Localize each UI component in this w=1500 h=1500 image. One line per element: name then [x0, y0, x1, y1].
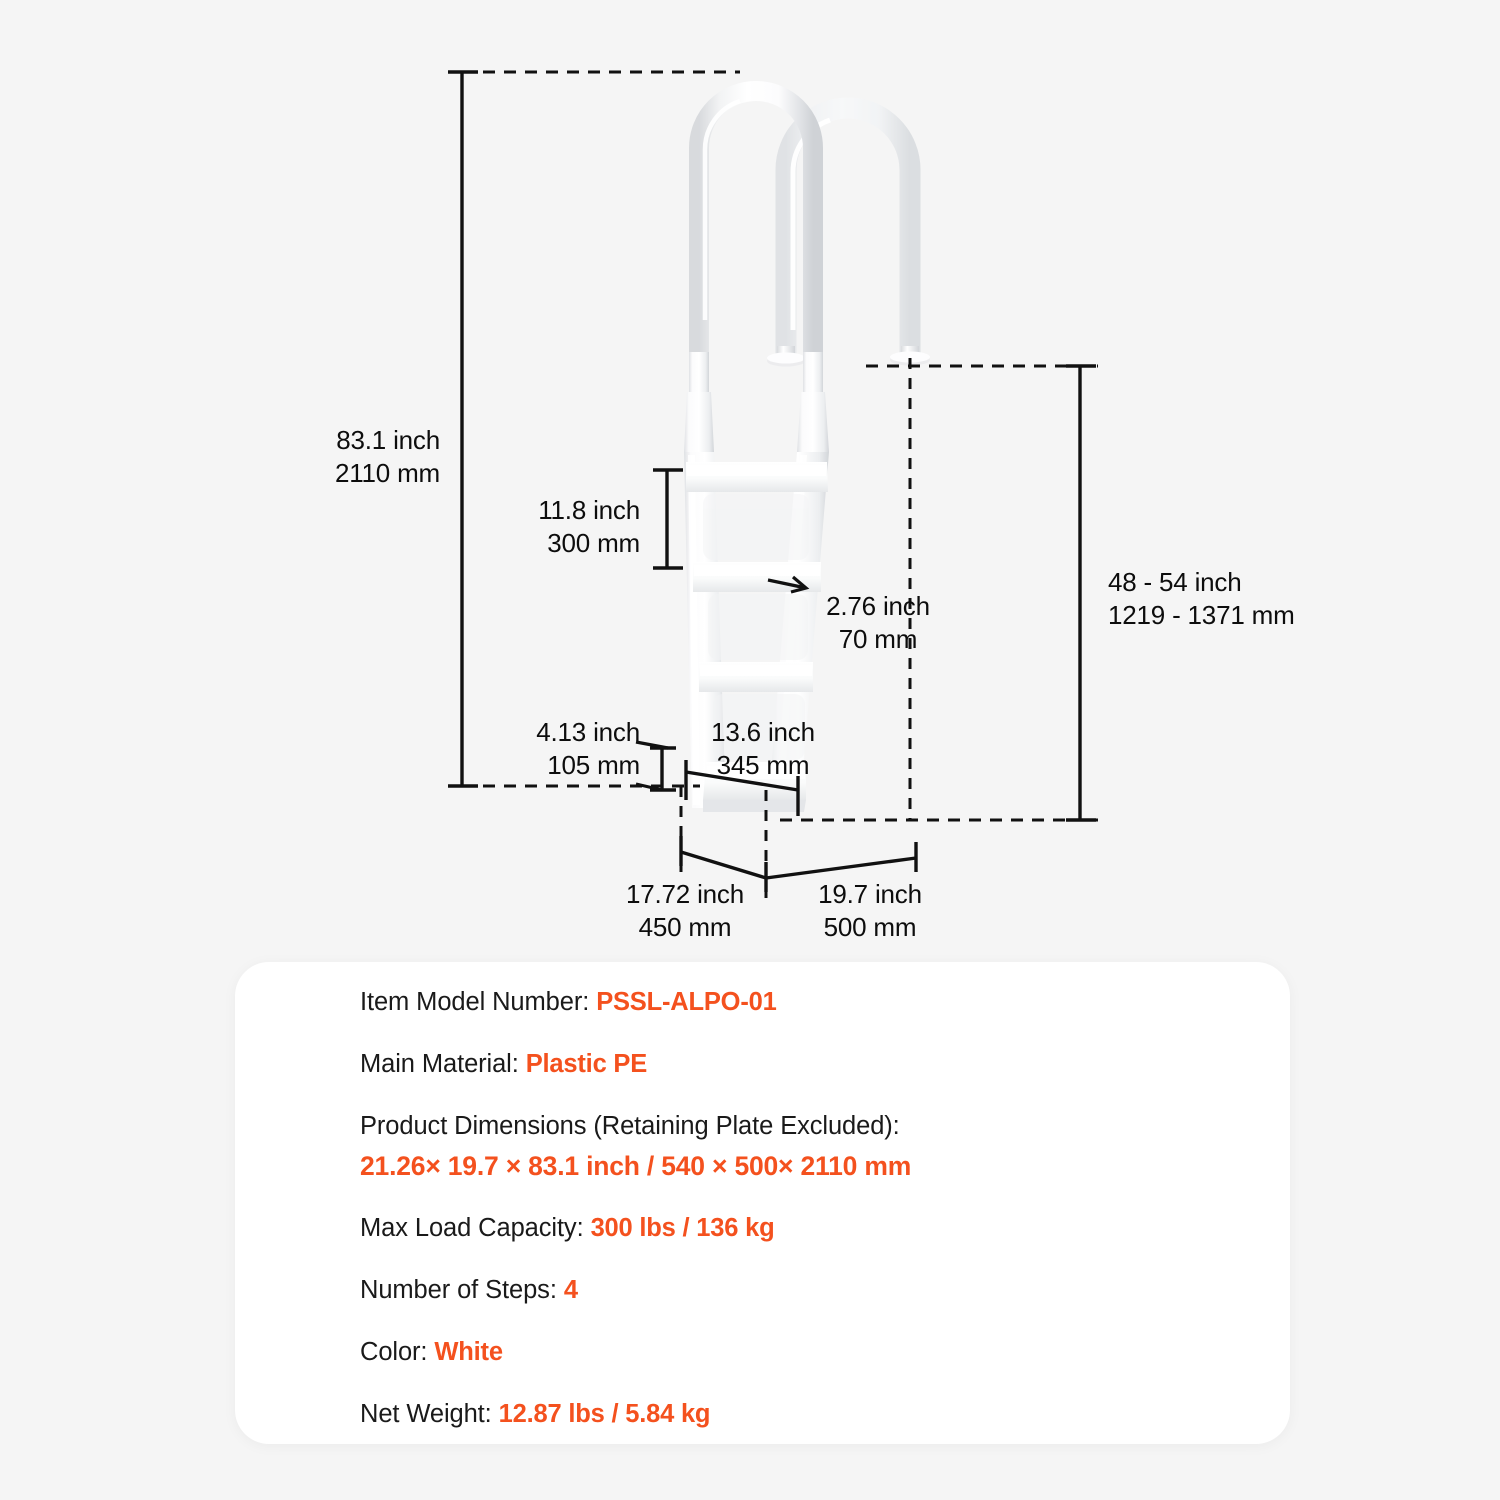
spec-value: 4 [563, 1275, 578, 1304]
dimension-lines [448, 70, 1098, 898]
dim-value-inch: 19.7 inch [818, 879, 922, 909]
dim-value-mm: 1219 - 1371 mm [1108, 600, 1295, 631]
dim-value-mm: 300 mm [547, 528, 640, 559]
spec-value: Plastic PE [525, 1049, 648, 1078]
spec-label: Max Load Capacity: [360, 1213, 591, 1242]
spec-value: 12.87 lbs / 5.84 kg [498, 1399, 711, 1428]
handrail-rear [767, 97, 930, 367]
spec-label: Net Weight: [360, 1399, 499, 1428]
spec-label: Main Material: [360, 1049, 526, 1078]
handrail-front [689, 81, 823, 352]
spec-value: PSSL-ALPO-01 [596, 988, 777, 1016]
dim-value-inch: 4.13 inch [536, 717, 640, 747]
dim-line-step-width [685, 770, 799, 792]
spec-value: 300 lbs / 136 kg [590, 1213, 775, 1242]
spec-row-model-number: Item Model Number: PSSL-ALPO-01 [360, 986, 1250, 1020]
dim-value-inch: 17.72 inch [626, 879, 744, 909]
step-opening-shading [703, 494, 809, 760]
spec-row-main-material: Main Material: Plastic PE [360, 1048, 1250, 1082]
ladder-illustration [684, 81, 930, 812]
spec-row-max-load-capacity: Max Load Capacity: 300 lbs / 136 kg [360, 1212, 1250, 1246]
rail-sleeves [684, 352, 829, 452]
specifications-list: Item Model Number: PSSL-ALPO-01 Main Mat… [360, 986, 1250, 1432]
spec-value: White [434, 1337, 503, 1366]
spec-label: Number of Steps: [360, 1275, 564, 1304]
spec-row-net-weight: Net Weight: 12.87 lbs / 5.84 kg [360, 1398, 1250, 1432]
diagram-svg [448, 70, 1098, 898]
spec-value: 21.26× 19.7 × 83.1 inch / 540 × 500× 211… [360, 1150, 912, 1181]
dim-value-mm: 500 mm [823, 912, 917, 943]
spec-label: Color: [360, 1337, 435, 1366]
dim-line-base-width [680, 850, 767, 880]
spec-row-color: Color: White [360, 1336, 1250, 1370]
dim-value-mm: 70 mm [838, 624, 918, 655]
spec-label: Item Model Number: [360, 988, 597, 1016]
dim-value-mm: 105 mm [547, 750, 640, 781]
specifications-card: Item Model Number: PSSL-ALPO-01 Main Mat… [235, 962, 1290, 1444]
spec-label: Product Dimensions (Retaining Plate Excl… [360, 1111, 900, 1140]
dim-value-inch: 48 - 54 inch [1108, 567, 1242, 597]
spec-row-number-of-steps: Number of Steps: 4 [360, 1274, 1250, 1308]
dim-value-inch: 11.8 inch [538, 495, 640, 525]
dim-value-inch: 83.1 inch [336, 425, 440, 455]
dim-value-inch: 2.76 inch [826, 591, 930, 621]
dim-value-mm: 2110 mm [334, 458, 440, 489]
dim-value-inch: 13.6 inch [711, 717, 815, 747]
dim-value-mm: 345 mm [716, 750, 810, 781]
dim-value-mm: 450 mm [638, 912, 732, 943]
leader-step-depth [767, 578, 807, 590]
spec-row-product-dimensions: Product Dimensions (Retaining Plate Excl… [360, 1110, 1250, 1184]
dim-line-base-depth [765, 856, 917, 880]
leader-arrow-step-depth [790, 575, 810, 594]
